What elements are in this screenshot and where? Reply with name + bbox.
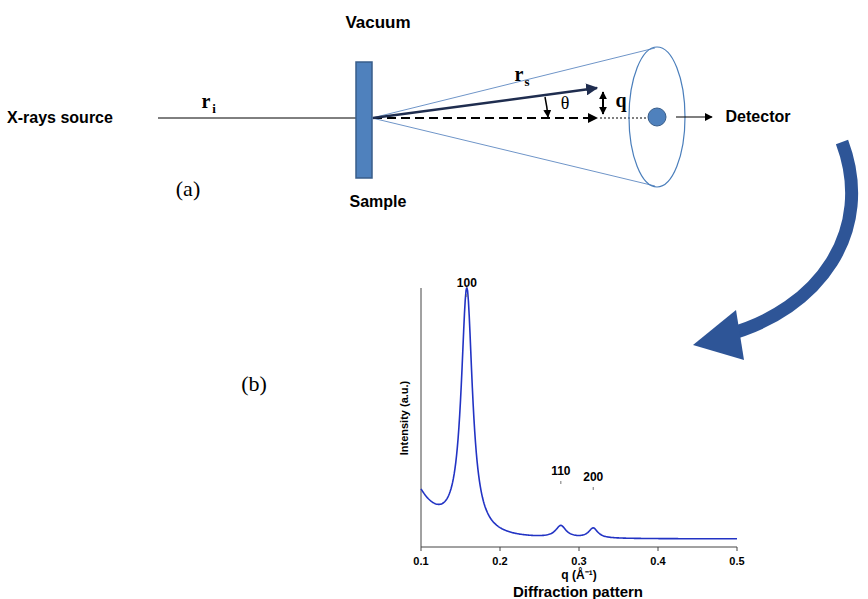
- axis-tick: [500, 547, 501, 551]
- axis-tick: [579, 547, 580, 551]
- incident-beam: [158, 118, 357, 119]
- tick-label: 0.1: [413, 556, 428, 567]
- vector-label: r: [202, 91, 211, 111]
- axis-tick: [737, 547, 738, 551]
- beam-axis: [600, 118, 655, 119]
- detector-label: Detector: [726, 109, 791, 125]
- q-vector: [602, 92, 604, 114]
- beam-stop: [648, 108, 666, 126]
- cone-line: [372, 118, 655, 186]
- scattered-beam: [373, 88, 597, 118]
- cone-line: [372, 48, 655, 118]
- panel-label: (a): [176, 178, 200, 200]
- vector-label: r: [515, 64, 524, 84]
- tick-label: 0.3: [571, 556, 586, 567]
- peak-marker: [593, 487, 594, 490]
- peak-marker: [560, 481, 561, 484]
- chart-caption: Diffraction pattern: [513, 584, 643, 599]
- peak-marker: [466, 294, 467, 297]
- axis-title: Intensity (a.u.): [399, 381, 410, 456]
- peak-index: 100: [457, 277, 477, 289]
- vector-label: q: [615, 90, 626, 110]
- sample-label: Sample: [350, 194, 407, 210]
- region-label: Vacuum: [345, 14, 410, 31]
- panel-label: (b): [241, 373, 267, 395]
- direct-beam: [373, 117, 597, 119]
- axis-tick: [421, 547, 422, 551]
- angle-label: θ: [561, 94, 570, 112]
- source-label: X-rays source: [7, 110, 113, 126]
- detector-arrow: [676, 116, 712, 117]
- angle-arc: [545, 97, 548, 117]
- vector-subscript: s: [524, 75, 529, 88]
- intensity-curve: [421, 287, 737, 538]
- peak-index: 110: [551, 465, 570, 477]
- axis-title: q (Å⁻¹): [561, 569, 596, 581]
- sample-plate: [356, 62, 372, 178]
- curved-arrow-head: [693, 310, 744, 360]
- curved-arrow: [726, 142, 852, 335]
- tick-label: 0.5: [729, 556, 744, 567]
- vector-subscript: i: [212, 102, 216, 115]
- axis-tick: [658, 547, 659, 551]
- tick-label: 0.2: [492, 556, 507, 567]
- chart-axes: [421, 288, 737, 547]
- tick-label: 0.4: [650, 556, 665, 567]
- peak-index: 200: [583, 471, 603, 483]
